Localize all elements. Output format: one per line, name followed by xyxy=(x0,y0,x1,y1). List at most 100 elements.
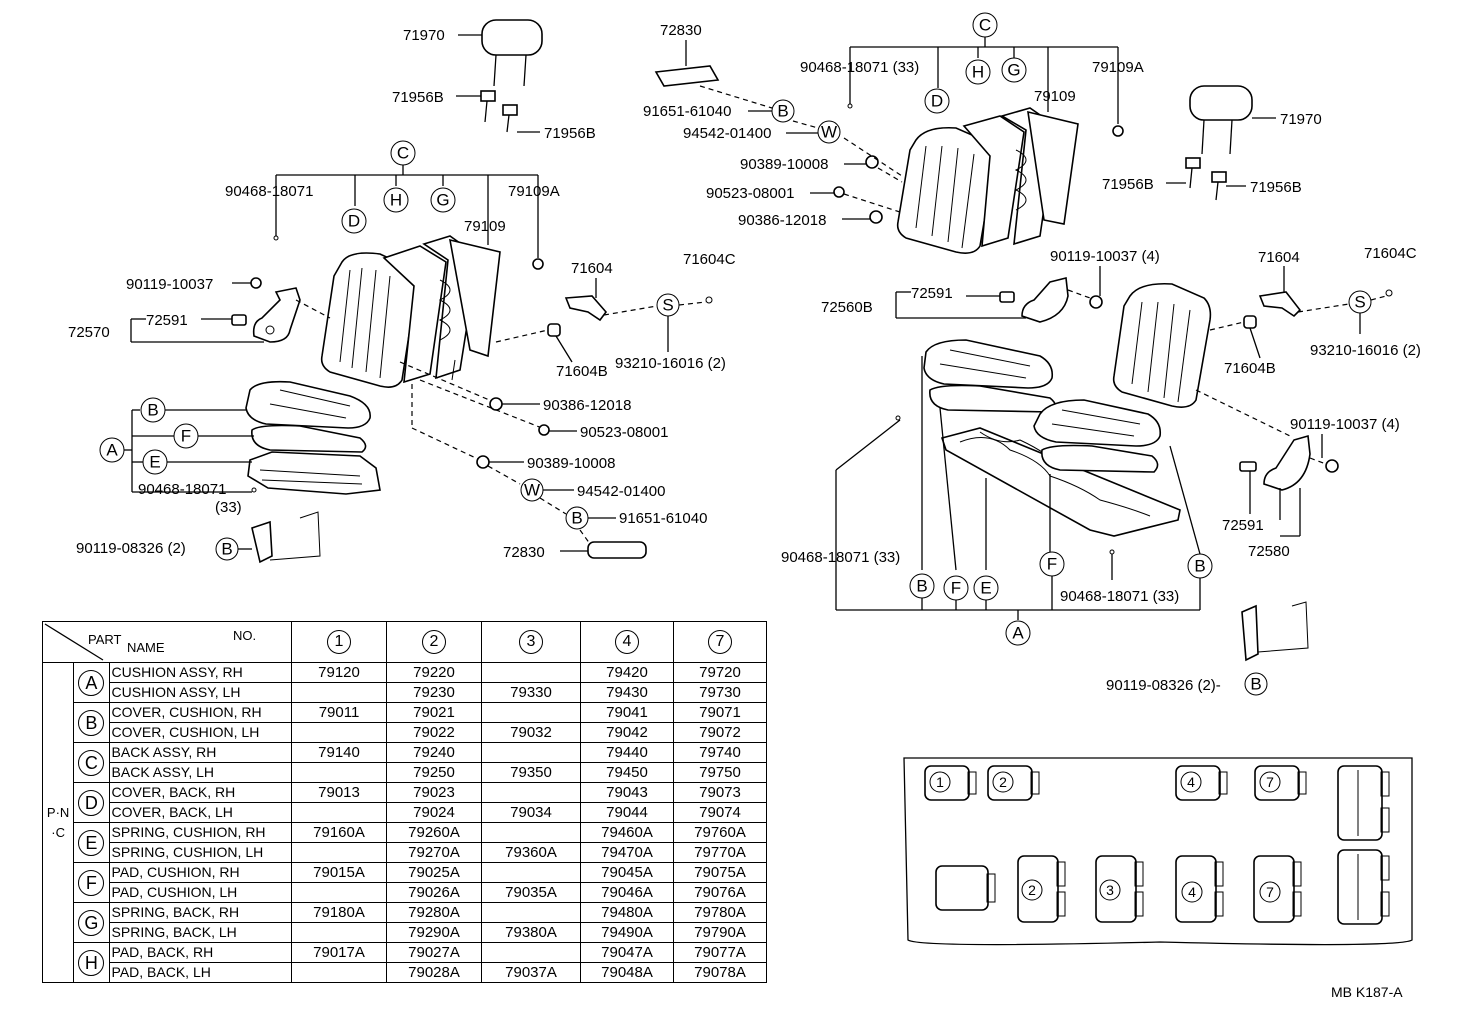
callout-d-right: D xyxy=(931,92,943,111)
label-72580: 72580 xyxy=(1248,543,1290,560)
part-number-cell: 79450 xyxy=(580,762,674,783)
label-72560b: 72560B xyxy=(821,299,873,316)
callout-g-left: G xyxy=(436,191,449,210)
part-number-cell: 79440 xyxy=(580,742,674,763)
part-number-cell: 79021 xyxy=(386,702,482,723)
part-number-cell: 79022 xyxy=(386,722,482,743)
part-number-cell: 79220 xyxy=(386,662,482,683)
part-number-cell: 79042 xyxy=(580,722,674,743)
part-number-cell: 79024 xyxy=(386,802,482,823)
seat-map-bottom-3: 3 xyxy=(1095,855,1144,923)
part-number-cell: 79048A xyxy=(580,962,674,983)
label-72570: 72570 xyxy=(68,324,110,341)
part-number-cell: 79740 xyxy=(673,742,767,763)
part-number-cell xyxy=(291,722,387,743)
part-number-cell xyxy=(481,662,581,683)
part-name: SPRING, BACK, RH xyxy=(108,902,293,923)
callout-b-left: B xyxy=(147,401,158,420)
label-71604c-left: 71604C xyxy=(683,251,736,268)
part-number-cell xyxy=(291,922,387,943)
callout-h-right: H xyxy=(972,63,984,82)
col-header-4: 4 xyxy=(580,621,674,663)
label-33-left: (33) xyxy=(215,499,242,516)
seat-map-label-top-7: 7 xyxy=(1266,774,1274,790)
part-number-cell: 79250 xyxy=(386,762,482,783)
cover-72830-top xyxy=(654,65,720,87)
callout-s-right: S xyxy=(1354,293,1365,312)
label-91651-61040-left: 91651-61040 xyxy=(619,510,707,527)
part-number-cell xyxy=(481,742,581,763)
label-93210-16016-left: 93210-16016 (2) xyxy=(615,355,726,372)
part-number-cell: 79034 xyxy=(481,802,581,823)
part-number-cell xyxy=(481,702,581,723)
callout-f-bottom-2: F xyxy=(1047,555,1057,574)
header-part: PART xyxy=(88,632,122,647)
pnc-side-label: P·N·C xyxy=(41,662,75,983)
label-90468-18071-bottom-1: 90468-18071 (33) xyxy=(781,549,900,566)
label-90119-10037-left: 90119-10037 xyxy=(126,276,213,293)
part-number-cell: 79043 xyxy=(580,782,674,803)
label-71956b-left-2: 71956B xyxy=(544,125,596,142)
label-90523-08001-top: 90523-08001 xyxy=(706,185,794,202)
label-72830-top: 72830 xyxy=(660,22,702,39)
seat-map-bottom-7: 7 xyxy=(1253,855,1302,923)
part-number-cell: 79077A xyxy=(673,942,767,963)
part-number-cell: 79027A xyxy=(386,942,482,963)
callout-a-left: A xyxy=(106,441,118,460)
rear-seat-back xyxy=(1112,282,1212,408)
part-number-cell: 79032 xyxy=(481,722,581,743)
pnc-group-code: D xyxy=(73,782,110,823)
part-number-cell: 79360A xyxy=(481,842,581,863)
part-number-cell: 79075A xyxy=(673,862,767,883)
part-number-cell: 79013 xyxy=(291,782,387,803)
part-number-cell: 79046A xyxy=(580,882,674,903)
pnc-group-code-circle: F xyxy=(78,869,105,896)
callout-d-left: D xyxy=(348,212,360,231)
callout-w-left: W xyxy=(524,481,540,500)
part-name: CUSHION ASSY, RH xyxy=(108,662,293,683)
seat-cushion-right xyxy=(1033,399,1162,473)
part-number-cell: 79071 xyxy=(673,702,767,723)
pnc-group-code: B xyxy=(73,702,110,743)
seat-map-top-4: 4 xyxy=(1175,765,1228,801)
part-number-cell: 79015A xyxy=(291,862,387,883)
callout-g-right: G xyxy=(1007,61,1020,80)
seat-back-right xyxy=(896,107,1079,254)
part-name: SPRING, CUSHION, RH xyxy=(108,822,293,843)
part-name: PAD, BACK, LH xyxy=(108,962,293,983)
clip-79109a-left xyxy=(532,258,544,270)
part-number-cell: 79230 xyxy=(386,682,482,703)
part-number-cell xyxy=(291,882,387,903)
part-number-cell: 79047A xyxy=(580,942,674,963)
part-number-cell: 79470A xyxy=(580,842,674,863)
part-number-cell: 79023 xyxy=(386,782,482,803)
part-number-cell: 79330 xyxy=(481,682,581,703)
seat-map-label-bottom-2: 2 xyxy=(1028,882,1036,898)
label-71970-left: 71970 xyxy=(403,27,445,44)
part-number-cell: 79035A xyxy=(481,882,581,903)
part-number-cell: 79350 xyxy=(481,762,581,783)
part-number-cell: 79240 xyxy=(386,742,482,763)
label-71604b-left: 71604B xyxy=(556,363,608,380)
part-number-cell: 79073 xyxy=(673,782,767,803)
callout-h-left: H xyxy=(390,191,402,210)
headrest-guide-left-2 xyxy=(502,104,518,116)
pnc-group-code: E xyxy=(73,822,110,863)
label-71956b-left-1: 71956B xyxy=(392,89,444,106)
part-number-cell: 79750 xyxy=(673,762,767,783)
seat-cushion-middle xyxy=(923,339,1181,537)
label-72591-right: 72591 xyxy=(911,285,953,302)
label-90389-10008-left: 90389-10008 xyxy=(527,455,615,472)
table-header-name: PART NAME NO. xyxy=(42,621,292,663)
part-number-cell: 79041 xyxy=(580,702,674,723)
